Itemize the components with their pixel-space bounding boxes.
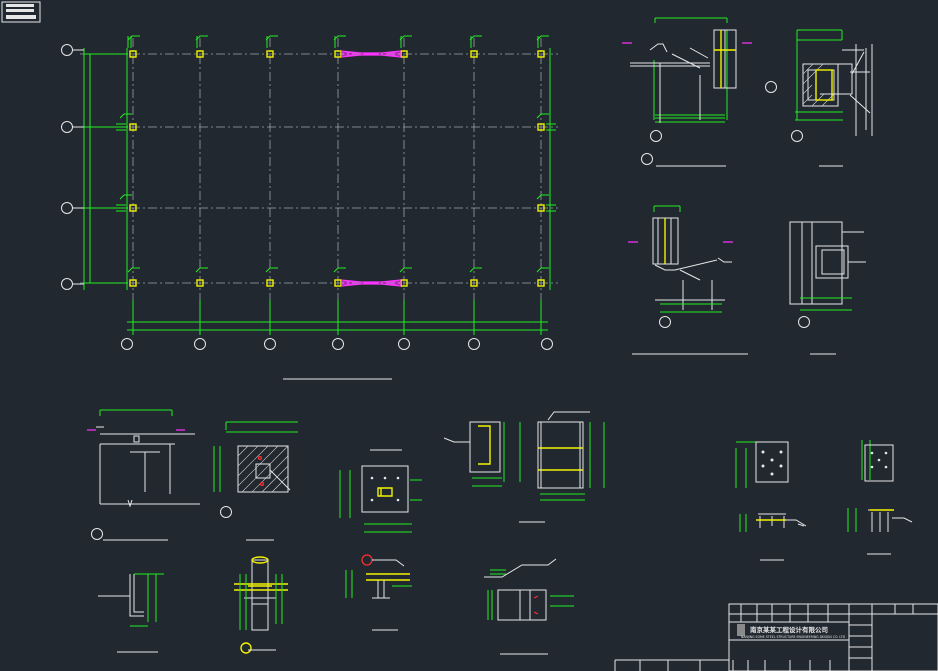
detail-clip-n <box>345 554 412 631</box>
detail-plate-k <box>847 440 913 555</box>
plan-x-bracing <box>340 50 402 287</box>
detail-column-section-d <box>789 221 866 355</box>
detail-plate-j <box>735 441 807 561</box>
column-layout-plan <box>61 35 558 380</box>
detail-base-plate-g <box>339 449 422 533</box>
plan-axis-grid <box>80 38 558 300</box>
detail-purlin-elevation-i <box>537 411 605 501</box>
company-subtitle: NANJING SOME STEEL STRUCTURE ENGINEERING… <box>741 635 845 639</box>
detail-anchor-section-f <box>213 421 298 541</box>
corner-label-box <box>1 1 41 23</box>
detail-foundation-e <box>87 409 200 541</box>
plan-leader-tags <box>116 35 556 273</box>
detail-beam-column-a <box>622 17 752 167</box>
detail-brace-connection-c <box>628 205 748 355</box>
detail-purlin-h <box>443 421 545 523</box>
detail-column-section-b <box>765 29 873 167</box>
plan-dimension-lines <box>83 48 551 335</box>
title-block: 南京某某工程设计有限公司 NANJING SOME STEEL STRUCTUR… <box>614 603 938 671</box>
company-name: 南京某某工程设计有限公司 <box>750 625 828 634</box>
detail-pipe-m <box>234 556 288 654</box>
detail-brace-plate-o <box>484 558 574 655</box>
plan-columns <box>129 50 545 287</box>
detail-angle-l <box>98 573 164 653</box>
plan-axis-bubbles <box>61 44 553 350</box>
